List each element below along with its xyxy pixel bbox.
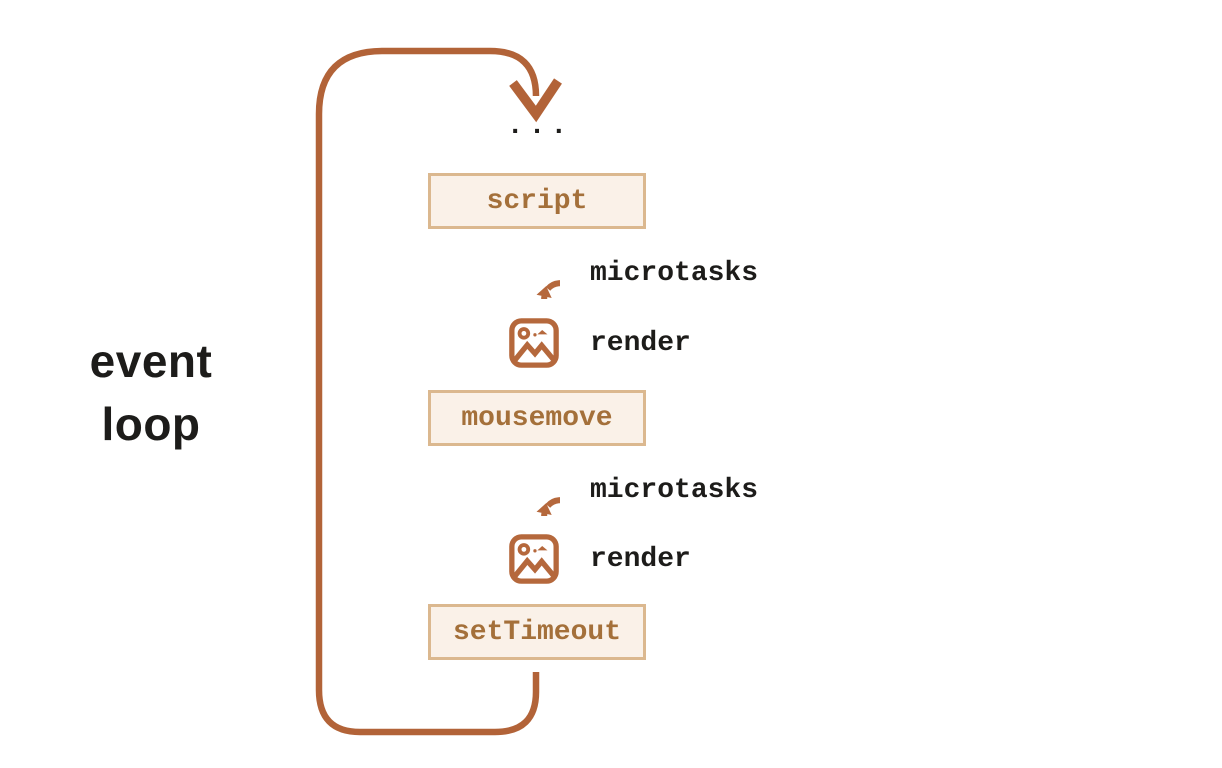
phase-label: render [590,543,691,575]
title-line-1: event [89,335,213,387]
title-line-2: loop [101,398,201,450]
phase-label: microtasks [590,257,759,289]
task-box-settimeout: setTimeout [428,604,646,660]
phase-microtasks-2: microtasks [508,463,758,517]
cycle-arrows-icon [508,247,560,299]
phase-render-2: render [508,532,691,586]
phase-render-1: render [508,316,691,370]
queue-ellipsis: ... [506,111,573,142]
loop-arrowhead-icon [509,78,562,123]
phase-microtasks-1: microtasks [508,246,758,300]
task-box-mousemove: mousemove [428,390,646,446]
loop-path [315,47,540,736]
task-box-script: script [428,173,646,229]
diagram-title: event loop [38,330,264,456]
image-icon [508,533,560,585]
cycle-arrows-icon [508,464,560,516]
phase-label: render [590,327,691,359]
phase-label: microtasks [590,474,759,506]
image-icon [508,317,560,369]
